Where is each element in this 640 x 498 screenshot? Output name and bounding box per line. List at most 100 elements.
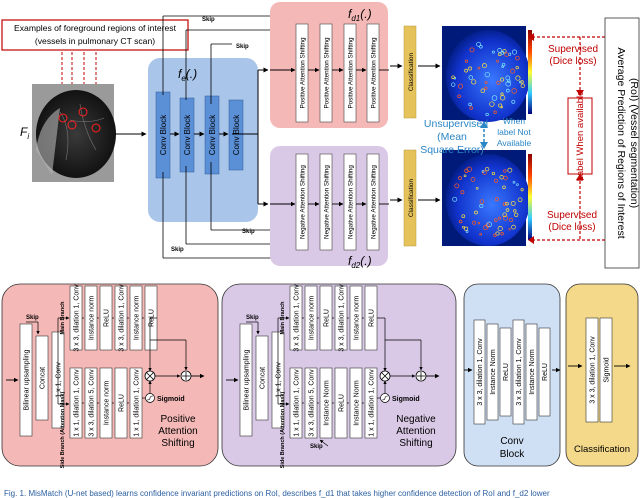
prediction-speck bbox=[486, 221, 492, 228]
main-branch-layer-label: 3 x 3, dilation 1, Conv bbox=[294, 284, 301, 352]
prediction-speck bbox=[508, 228, 511, 231]
prediction-speck bbox=[514, 212, 519, 217]
negative-title-1: Negative bbox=[396, 414, 436, 425]
prediction-speck bbox=[502, 185, 506, 189]
skip-label-2: Skip bbox=[236, 44, 249, 50]
panel-pre-layer bbox=[19, 323, 33, 437]
prediction-speck bbox=[499, 95, 506, 101]
sigmoid-curve bbox=[146, 395, 154, 401]
prediction-speck bbox=[475, 186, 479, 190]
side-branch-layer-label: 1 x 1, dilation 1, Conv bbox=[369, 369, 376, 437]
positive-block bbox=[366, 23, 380, 123]
positive-title-2: Attention bbox=[158, 426, 197, 437]
positive-title-1: Positive bbox=[160, 414, 195, 425]
prediction-speck bbox=[491, 95, 498, 101]
prediction-speck bbox=[477, 66, 481, 70]
prediction-speck bbox=[493, 233, 497, 237]
ct-input-image bbox=[32, 84, 116, 182]
prediction-speck bbox=[480, 88, 486, 94]
sigmoid-label: Sigmoid bbox=[392, 396, 420, 403]
prediction-speck bbox=[494, 178, 498, 183]
prediction-speck bbox=[481, 63, 487, 69]
prediction-speck bbox=[464, 226, 469, 231]
prediction-speck bbox=[451, 75, 455, 79]
prediction-speck bbox=[461, 214, 466, 219]
prediction-map-top bbox=[442, 26, 532, 122]
panel-pre-layer-label: Concat bbox=[260, 367, 267, 389]
positive-block bbox=[343, 23, 357, 123]
skip-label-4: Skip bbox=[171, 247, 184, 253]
prediction-speck bbox=[512, 180, 516, 184]
main-branch-layer-label: Instance norm bbox=[134, 296, 141, 341]
panel-pre-layer bbox=[255, 335, 269, 421]
panel-skip-label-2: Skip bbox=[310, 444, 323, 450]
positive-block-label: Positive Attention Shifting bbox=[324, 37, 331, 109]
prediction-speck bbox=[474, 210, 478, 215]
negative-block bbox=[295, 153, 309, 251]
unsupervised-line1: Unsupervised bbox=[424, 118, 488, 130]
prediction-speck bbox=[498, 52, 502, 56]
supervised-bottom-line2: (Dice loss) bbox=[548, 222, 595, 233]
prediction-speck bbox=[489, 101, 495, 107]
roi-label-box bbox=[1, 19, 189, 51]
prediction-speck bbox=[471, 79, 477, 85]
prediction-speck bbox=[503, 169, 507, 173]
prediction-speck bbox=[498, 103, 503, 108]
average-prediction-box bbox=[604, 17, 640, 269]
conv-panel-layer-label: Instance Norm bbox=[529, 349, 536, 395]
prediction-speck bbox=[515, 65, 519, 70]
side-branch-layer-label: 3 x 3, dilation 5, Conv bbox=[309, 369, 316, 437]
add-glyph bbox=[182, 372, 190, 380]
conv-title-1: Conv bbox=[500, 436, 523, 447]
label-box-text: Label When available bbox=[575, 91, 586, 182]
conv-panel-layer-label: ReLU bbox=[503, 363, 510, 381]
prediction-speck bbox=[505, 81, 511, 87]
positive-block bbox=[295, 23, 309, 123]
prediction-map-bottom bbox=[442, 150, 532, 246]
negative-title-2: Attention bbox=[396, 426, 435, 437]
prediction-speck bbox=[469, 47, 475, 53]
prediction-speck bbox=[501, 65, 505, 68]
prediction-speck bbox=[483, 225, 488, 231]
prediction-speck bbox=[494, 197, 499, 202]
conv-panel-layer bbox=[525, 323, 538, 421]
prediction-speck bbox=[496, 80, 501, 85]
prediction-speck bbox=[502, 215, 508, 221]
negative-block bbox=[319, 153, 333, 251]
side-branch-layer bbox=[129, 367, 143, 439]
panel-skip-label: Skip bbox=[246, 315, 259, 321]
prediction-speck bbox=[511, 49, 518, 55]
prediction-speck bbox=[515, 75, 521, 81]
prediction-speck bbox=[451, 82, 456, 87]
prediction-speck bbox=[458, 219, 463, 224]
panel-pre-layer-label: Bilinear upsampling bbox=[24, 349, 31, 410]
prediction-speck bbox=[482, 170, 487, 175]
side-branch-layer-label: 1 x 1, dilation 1, Conv bbox=[134, 369, 141, 437]
prediction-speck bbox=[520, 83, 525, 88]
decoder2-label: fd2(.) bbox=[348, 254, 372, 270]
negative-block-label: Negative Attention Shifting bbox=[371, 165, 378, 239]
prediction-speck bbox=[484, 166, 490, 172]
prediction-speck bbox=[454, 183, 460, 189]
conv-panel-layer bbox=[538, 327, 551, 417]
encoder-conv-block-label: Conv Block bbox=[159, 114, 168, 155]
prediction-speck bbox=[502, 212, 508, 218]
conv-panel-layer bbox=[499, 327, 512, 417]
side-branch-layer bbox=[364, 367, 378, 439]
prediction-speck bbox=[510, 200, 516, 206]
when-line3: Available bbox=[497, 138, 532, 148]
positive-block bbox=[319, 23, 333, 123]
negative-title-3: Shifting bbox=[399, 438, 432, 449]
unsupervised-line2: (Mean bbox=[437, 131, 467, 143]
prediction-speck bbox=[520, 188, 524, 192]
prediction-speck bbox=[465, 230, 469, 233]
prediction-speck bbox=[479, 199, 485, 204]
class-panel-layer bbox=[599, 317, 613, 423]
prediction-speck bbox=[500, 77, 505, 82]
class-panel-layer bbox=[585, 317, 599, 423]
skip-label-1: Skip bbox=[202, 17, 215, 23]
panel-pre-layer-label: 1 x 1, Conv bbox=[56, 362, 63, 398]
add-glyph bbox=[417, 372, 425, 380]
prediction-speck bbox=[468, 75, 474, 80]
